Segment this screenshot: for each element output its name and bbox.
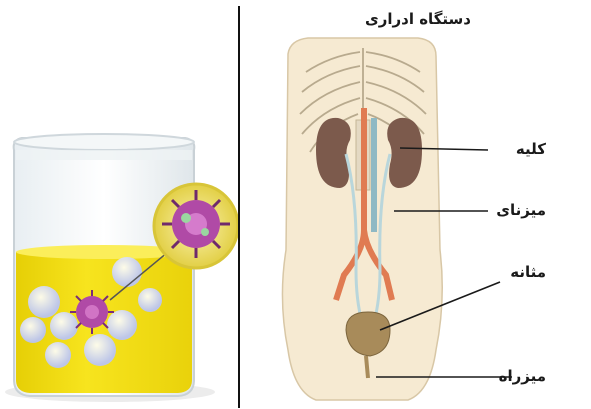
ureter-label: میزنای [476,201,546,219]
urinary-system-diagram: دستگاه ادراری [240,0,591,409]
urine-sample-illustration [0,0,238,409]
magnified-bacterium [154,184,238,268]
bladder-label: مثانه [476,263,546,281]
urine-jar-graphic [0,0,238,409]
urethra-label: میزراه [476,367,546,385]
kidney-label: کلیه [476,140,546,158]
diagram-title: دستگاه ادراری [358,10,478,28]
